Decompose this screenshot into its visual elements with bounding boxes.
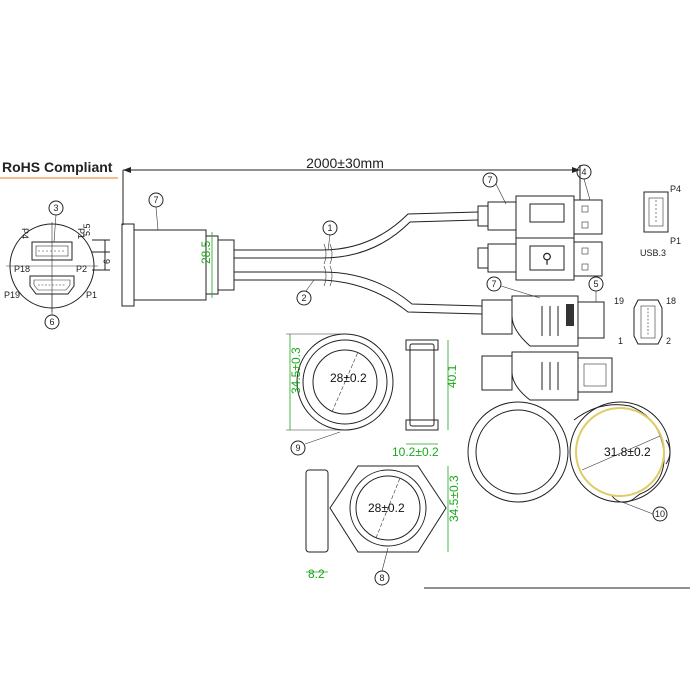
pin-side-19: 19 <box>614 296 624 306</box>
washer-side: 8.2 <box>305 469 329 581</box>
usb-plug-top <box>477 195 603 239</box>
usb-plug-bottom: ⚲ <box>477 237 603 281</box>
hex-nut: 28±0.2 34.5±0.3 <box>329 465 461 553</box>
callout-6: 6 <box>44 294 60 330</box>
pin-p19: P19 <box>4 290 20 300</box>
usb3-side-view: P4 P1 USB.3 <box>640 184 681 258</box>
dim-nut-id: 28±0.2 <box>330 371 367 385</box>
pin-side-p1: P1 <box>670 236 681 246</box>
svg-text:7: 7 <box>491 279 496 289</box>
callout-4: 4 <box>576 164 592 201</box>
hdmi-plug-bottom <box>481 351 613 401</box>
usb-trident-icon: ⚲ <box>542 250 552 266</box>
callout-7c: 7 <box>486 276 541 299</box>
dim-hex-id: 28±0.2 <box>368 501 405 515</box>
callout-9: 9 <box>290 431 341 456</box>
pin-side-p4: P4 <box>670 184 681 194</box>
dim-cap-id: 31.8±0.2 <box>604 445 651 459</box>
svg-text:5: 5 <box>593 279 598 289</box>
callout-7a: 7 <box>148 192 164 231</box>
svg-text:9: 9 <box>295 443 300 453</box>
dust-caps: 31.8±0.2 <box>467 401 671 503</box>
svg-text:1: 1 <box>327 223 332 233</box>
cables <box>234 211 483 315</box>
dim-washer-w: 8.2 <box>308 567 325 581</box>
dim-gasket-w: 10.2±0.2 <box>392 445 439 459</box>
length-dimension: 2000±30mm <box>122 155 581 225</box>
callout-7b: 7 <box>482 172 507 205</box>
pin-p4: P4 <box>20 228 30 239</box>
rohs-badge: RoHS Compliant <box>2 159 113 175</box>
svg-text:7: 7 <box>153 195 158 205</box>
pin-p1b: P1 <box>86 290 97 300</box>
length-label: 2000±30mm <box>306 155 384 171</box>
pin-side-18: 18 <box>666 296 676 306</box>
svg-text:10: 10 <box>655 509 665 519</box>
dim-6: 6 <box>102 259 112 264</box>
hdmi-side-view: 19 18 1 2 <box>614 296 676 346</box>
callout-10: 10 <box>621 501 668 522</box>
panel-mount: 28.5 <box>121 223 235 307</box>
callout-1: 1 <box>322 220 338 251</box>
callout-3: 3 <box>48 200 64 243</box>
pin-side-1: 1 <box>618 336 623 346</box>
usb3-label: USB.3 <box>640 248 666 258</box>
gasket-side: 40.1 10.2±0.2 <box>392 339 459 459</box>
callout-8: 8 <box>374 547 390 586</box>
svg-text:4: 4 <box>581 167 586 177</box>
face-view: P4 P1 P18 P2 P19 P1 5.5 6 <box>4 222 112 312</box>
pin-p18: P18 <box>14 264 30 274</box>
dim-5-5: 5.5 <box>82 223 92 236</box>
dim-hex-od: 34.5±0.3 <box>447 475 461 522</box>
pin-p1: P1 <box>76 228 86 239</box>
round-nut: 28±0.2 34.5±0.3 <box>286 333 394 431</box>
pin-side-2: 2 <box>666 336 671 346</box>
rohs-text: RoHS Compliant <box>2 159 113 175</box>
hdmi-plug-top <box>481 295 605 347</box>
dim-nut-od: 34.5±0.3 <box>289 347 303 394</box>
dim-gasket-h: 40.1 <box>445 364 459 388</box>
callout-5: 5 <box>588 276 604 302</box>
svg-text:7: 7 <box>487 175 492 185</box>
svg-text:6: 6 <box>49 317 54 327</box>
svg-text:8: 8 <box>379 573 384 583</box>
callout-2: 2 <box>296 279 315 306</box>
dim-28-5: 28.5 <box>199 240 213 264</box>
svg-text:2: 2 <box>301 293 306 303</box>
svg-text:3: 3 <box>53 203 58 213</box>
pin-p2: P2 <box>76 264 87 274</box>
